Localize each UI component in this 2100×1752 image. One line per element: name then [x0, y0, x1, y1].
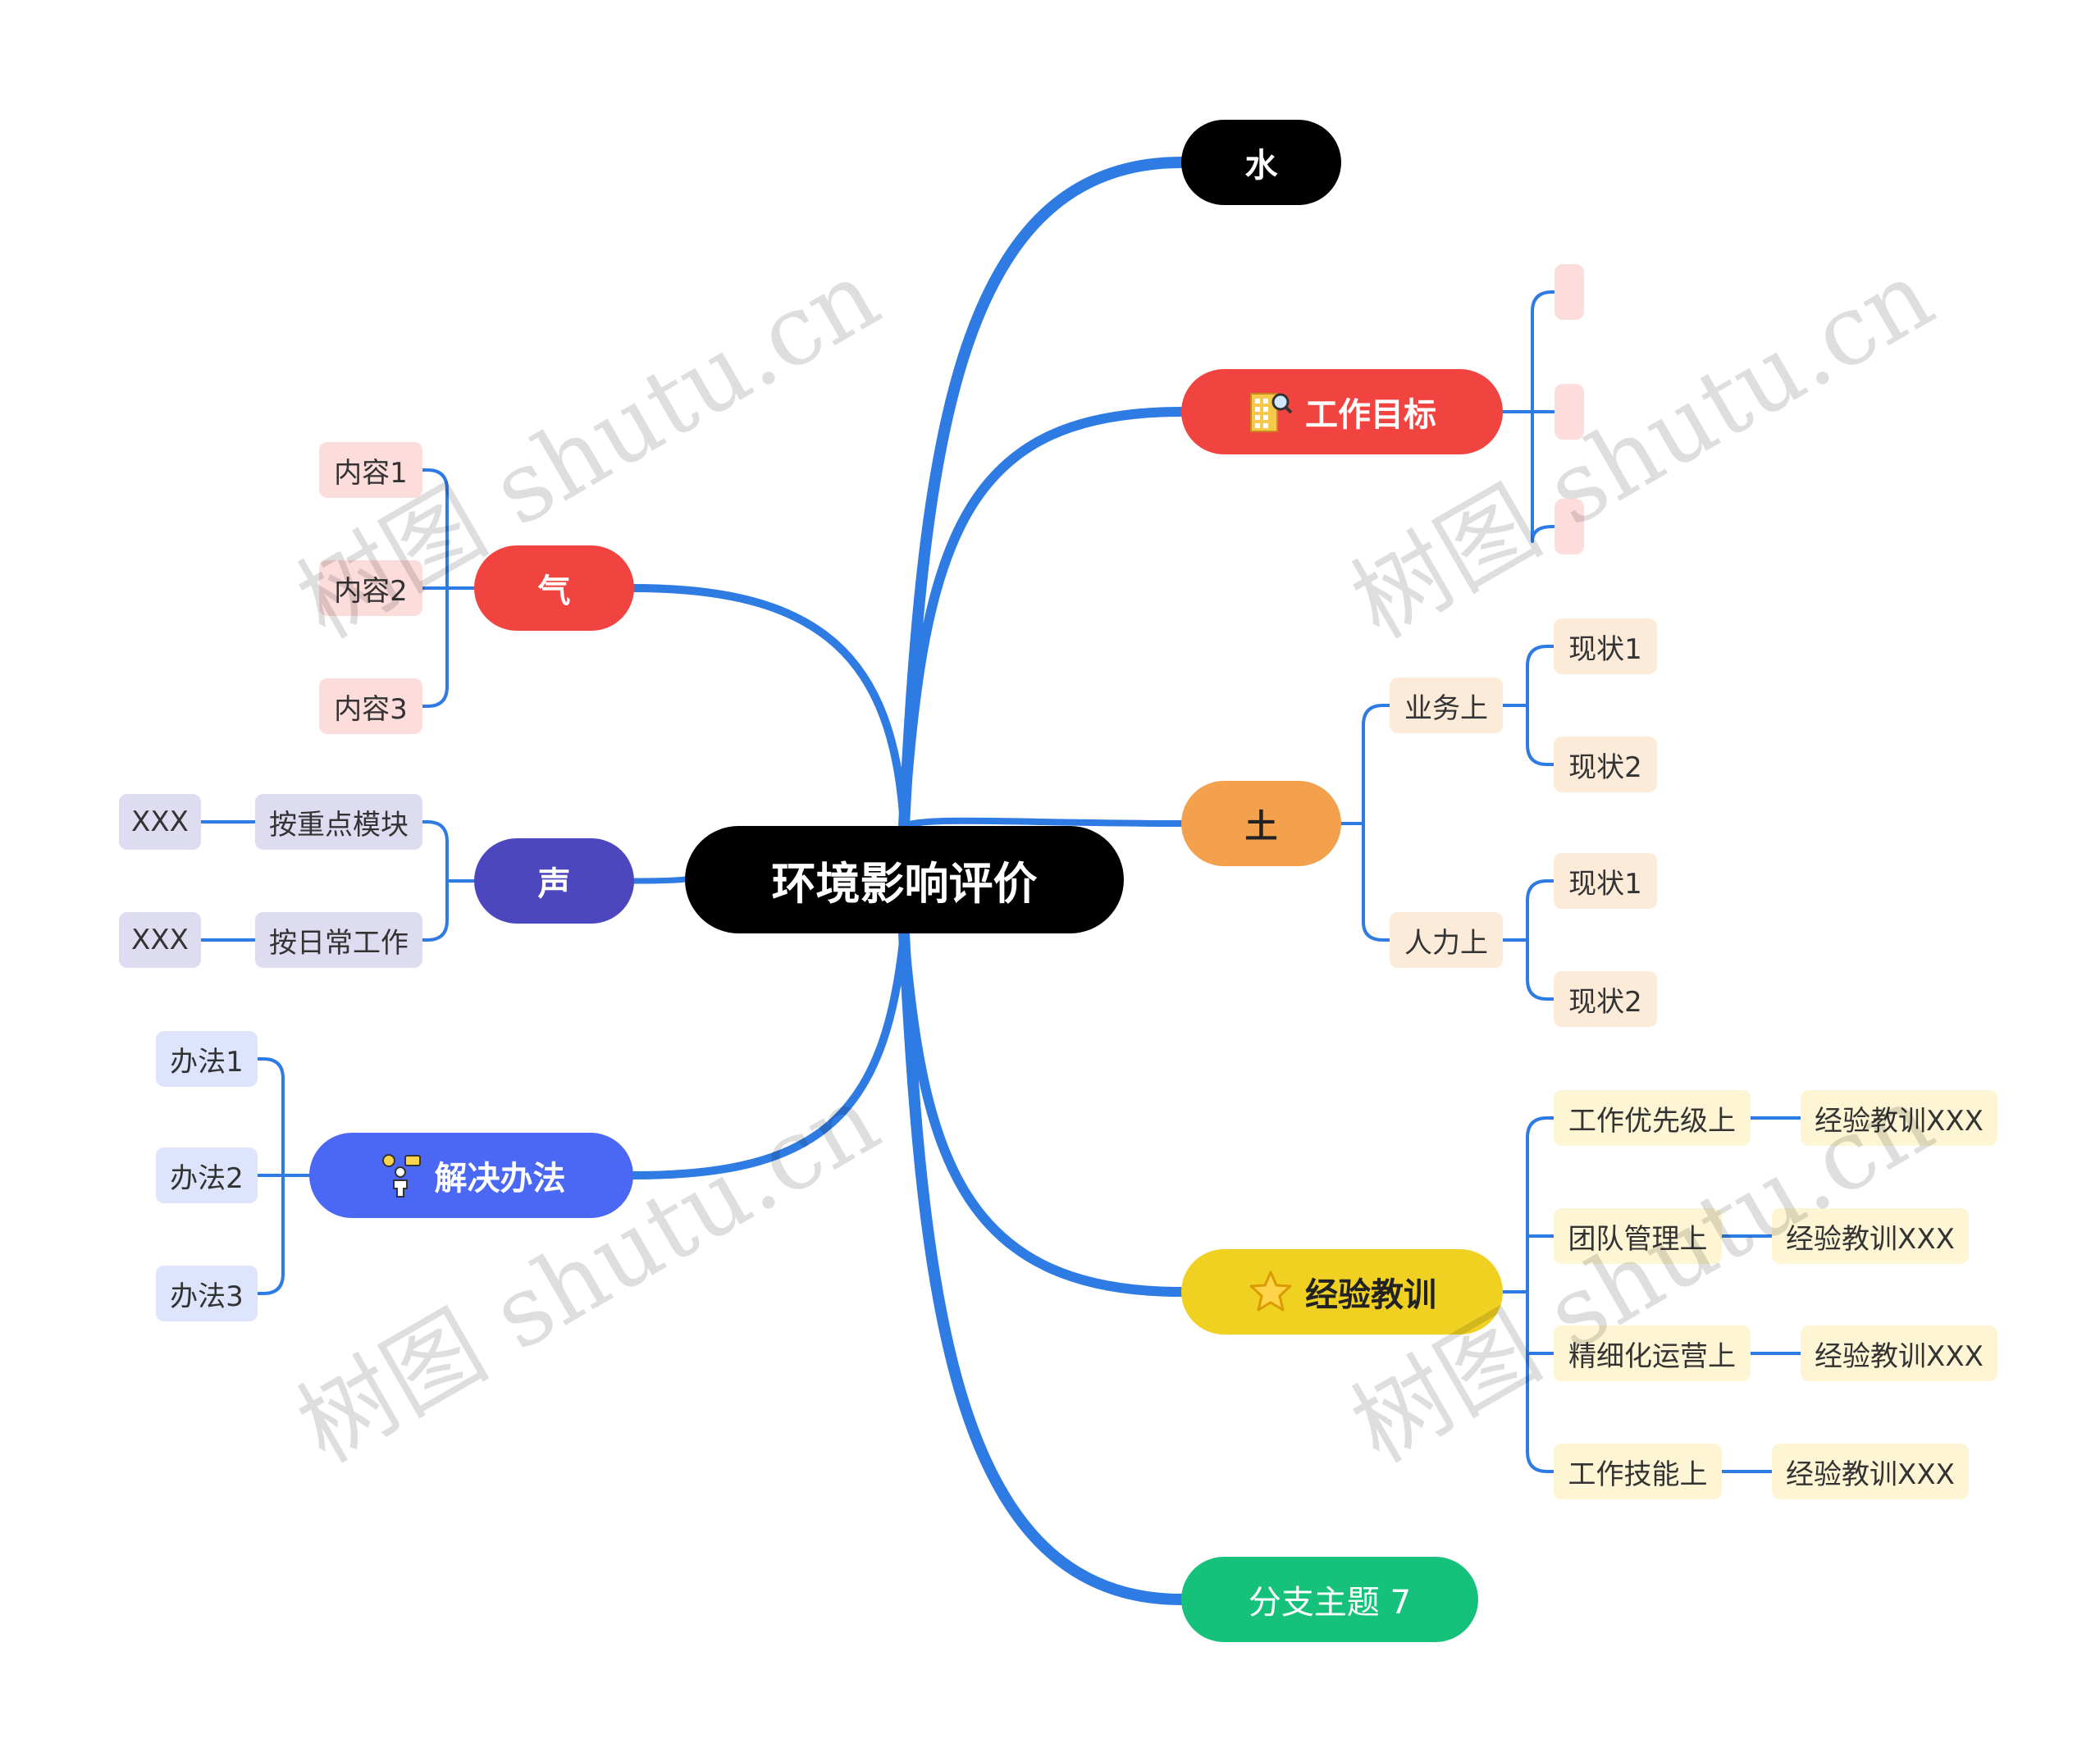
sound-sub-key-module[interactable]: 按重点模块	[255, 794, 422, 850]
lesson-detail-3[interactable]: 经验教训XXX	[1801, 1325, 1997, 1381]
lesson-sub-priority[interactable]: 工作优先级上	[1554, 1090, 1751, 1146]
sound-sub-daily-work[interactable]: 按日常工作	[255, 912, 422, 968]
soil-status-2a[interactable]: 现状1	[1554, 853, 1657, 909]
soil-sub-manpower[interactable]: 人力上	[1390, 912, 1503, 968]
goal-blank-1[interactable]	[1554, 264, 1584, 320]
topic-water[interactable]: 水	[1181, 120, 1341, 205]
soil-sub-business[interactable]: 业务上	[1390, 678, 1503, 733]
topic-branch7[interactable]: 分支主题 7	[1181, 1557, 1478, 1642]
soil-status-2b[interactable]: 现状2	[1554, 971, 1657, 1027]
root-topic[interactable]: 环境影响评价	[685, 826, 1124, 933]
goal-blank-3[interactable]	[1554, 499, 1584, 554]
solution-method-2[interactable]: 办法2	[156, 1147, 258, 1203]
building-search-icon	[1248, 389, 1294, 435]
lesson-sub-team[interactable]: 团队管理上	[1554, 1208, 1722, 1264]
air-content-2[interactable]: 内容2	[319, 560, 422, 616]
topic-soil[interactable]: 土	[1181, 781, 1341, 866]
topic-goal[interactable]: 工作目标	[1181, 369, 1503, 454]
topic-solution[interactable]: 解决办法	[309, 1133, 633, 1218]
air-content-3[interactable]: 内容3	[319, 678, 422, 734]
solution-method-1[interactable]: 办法1	[156, 1031, 258, 1087]
lesson-detail-4[interactable]: 经验教训XXX	[1772, 1444, 1969, 1499]
idea-person-icon	[377, 1152, 423, 1198]
goal-blank-2[interactable]	[1554, 384, 1584, 440]
topic-lesson[interactable]: 经验教训	[1181, 1249, 1503, 1335]
lesson-detail-2[interactable]: 经验教训XXX	[1772, 1208, 1969, 1264]
lesson-detail-1[interactable]: 经验教训XXX	[1801, 1090, 1997, 1146]
topic-air[interactable]: 气	[474, 545, 634, 631]
lesson-sub-operation[interactable]: 精细化运营上	[1554, 1325, 1751, 1381]
air-content-1[interactable]: 内容1	[319, 442, 422, 498]
sound-detail-2[interactable]: XXX	[119, 912, 201, 968]
soil-status-1a[interactable]: 现状1	[1554, 618, 1657, 674]
sound-detail-1[interactable]: XXX	[119, 794, 201, 850]
star-icon	[1248, 1269, 1294, 1315]
solution-method-3[interactable]: 办法3	[156, 1266, 258, 1321]
soil-status-1b[interactable]: 现状2	[1554, 737, 1657, 792]
lesson-sub-skill[interactable]: 工作技能上	[1554, 1444, 1722, 1499]
topic-sound[interactable]: 声	[474, 838, 634, 924]
